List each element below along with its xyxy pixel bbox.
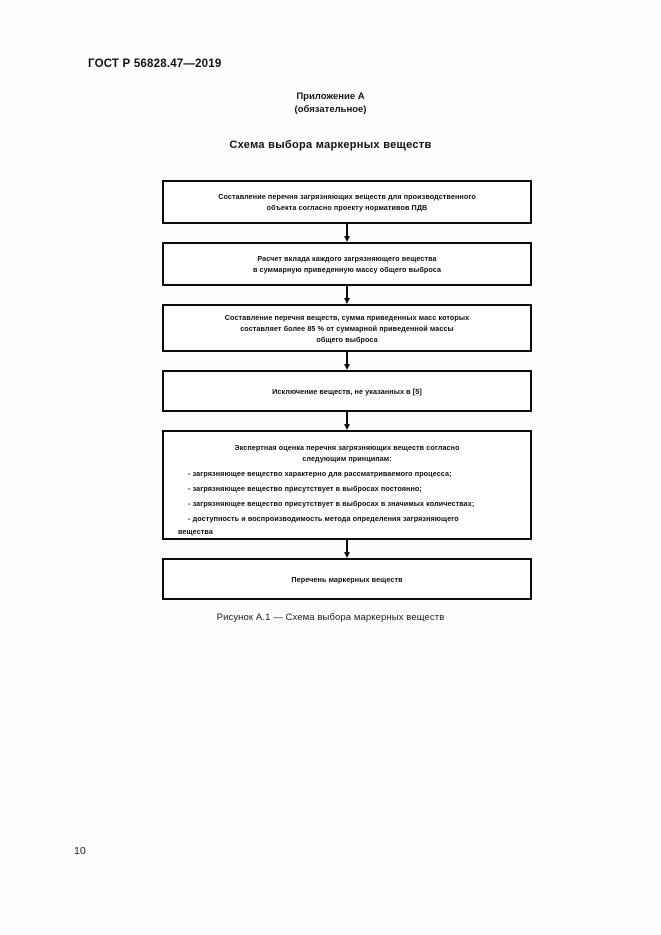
flow-node-3: Составление перечня веществ, сумма приве… bbox=[162, 304, 532, 352]
connector-stem bbox=[346, 286, 348, 299]
flow-node-1-line-2: объекта согласно проекту нормативов ПДВ bbox=[266, 203, 428, 212]
arrow-down-icon bbox=[344, 424, 350, 430]
arrow-down-icon bbox=[344, 552, 350, 558]
arrow-down-icon bbox=[344, 364, 350, 370]
flowchart: Составление перечня загрязняющих веществ… bbox=[162, 180, 532, 600]
flow-node-2: Расчет вклада каждого загрязняющего веще… bbox=[162, 242, 532, 286]
connector-stem bbox=[346, 412, 348, 425]
flow-node-5-bullet-3: - загрязняющее вещество присутствует в в… bbox=[188, 499, 475, 508]
flow-node-4-line-1: Исключение веществ, не указанных в [5] bbox=[272, 386, 422, 396]
flow-node-5: Экспертная оценка перечня загрязняющих в… bbox=[162, 430, 532, 540]
appendix-label: Приложение А bbox=[296, 91, 365, 102]
arrow-down-icon bbox=[344, 236, 350, 242]
connector-stem bbox=[346, 352, 348, 365]
flow-node-3-line-2: составляет более 85 % от суммарной приве… bbox=[240, 323, 454, 333]
flow-node-6-line-1: Перечень маркерных веществ bbox=[291, 574, 403, 584]
flow-node-5-line-2: следующим принципам: bbox=[302, 454, 392, 463]
flow-node-5-bullet-1: - загрязняющее вещество характерно для р… bbox=[188, 469, 452, 478]
flow-node-4: Исключение веществ, не указанных в [5] bbox=[162, 370, 532, 412]
flow-node-2-line-1: Расчет вклада каждого загрязняющего веще… bbox=[257, 254, 437, 263]
scheme-title: Схема выбора маркерных веществ bbox=[229, 139, 432, 151]
flow-node-3-line-1: Составление перечня веществ, сумма приве… bbox=[224, 312, 470, 322]
appendix-status: (обязательное) bbox=[294, 104, 367, 115]
flow-node-5-bullet-4-wrap: вещества bbox=[178, 527, 213, 536]
flow-node-5-bullet-4: - доступность и воспроизводимость метода… bbox=[188, 514, 459, 523]
flow-connector-5-6 bbox=[162, 540, 532, 558]
flow-connector-2-3 bbox=[162, 286, 532, 304]
flow-node-3-line-3: общего выброса bbox=[316, 334, 378, 344]
flow-node-1-line-1: Составление перечня загрязняющих веществ… bbox=[218, 192, 476, 201]
flow-node-6: Перечень маркерных веществ bbox=[162, 558, 532, 600]
flow-connector-3-4 bbox=[162, 352, 532, 370]
appendix-heading: Приложение А (обязательное) bbox=[0, 90, 661, 116]
flow-node-5-line-1: Экспертная оценка перечня загрязняющих в… bbox=[234, 443, 460, 452]
flow-connector-1-2 bbox=[162, 224, 532, 242]
flow-node-5-bullet-2: - загрязняющее вещество присутствует в в… bbox=[188, 484, 422, 493]
connector-stem bbox=[346, 224, 348, 237]
page-number: 10 bbox=[74, 845, 86, 857]
arrow-down-icon bbox=[344, 298, 350, 304]
flow-connector-4-5 bbox=[162, 412, 532, 430]
connector-stem bbox=[346, 540, 348, 553]
standard-number-header: ГОСТ Р 56828.47—2019 bbox=[88, 58, 222, 70]
flow-node-2-line-2: в суммарную приведенную массу общего выб… bbox=[252, 265, 442, 274]
flow-node-1: Составление перечня загрязняющих веществ… bbox=[162, 180, 532, 224]
figure-caption: Рисунок А.1 — Схема выбора маркерных вещ… bbox=[216, 612, 445, 623]
